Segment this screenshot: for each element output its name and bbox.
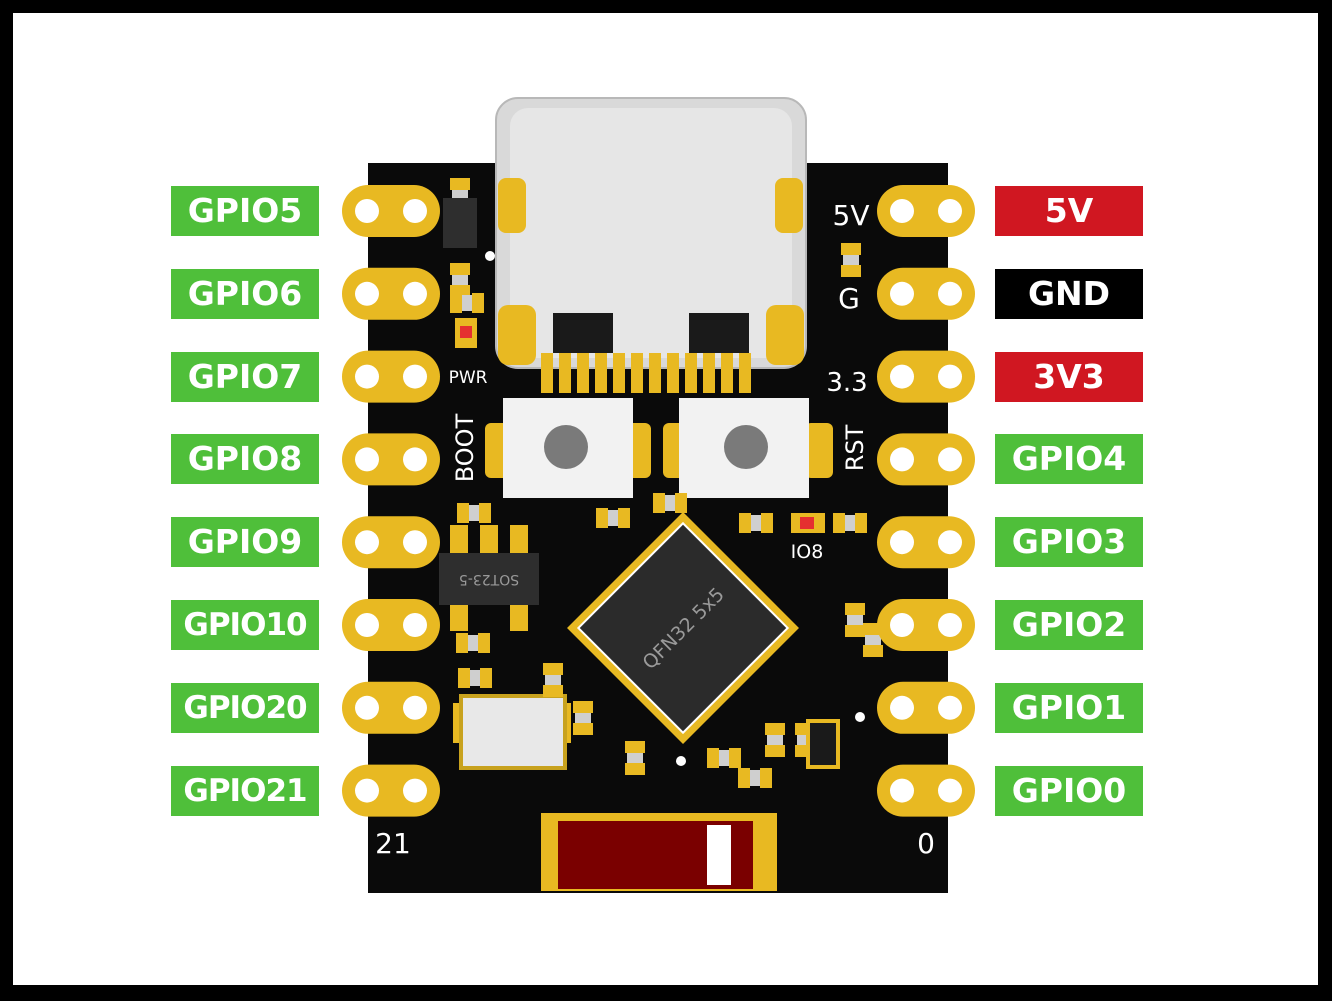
header-pad: [877, 267, 975, 320]
smd-part: [765, 723, 785, 757]
smd-part: [841, 243, 861, 277]
pin-label-5v: 5V: [995, 186, 1143, 236]
smd-part: [707, 748, 741, 768]
header-pad: [877, 516, 975, 569]
silk-5v: 5V: [833, 199, 870, 232]
pin-label-gpio2: GPIO2: [995, 600, 1143, 650]
smd-part: [845, 603, 865, 637]
silk-gnd: G: [838, 282, 860, 315]
crystal: [453, 694, 571, 770]
pin-label-gpio21: GPIO21: [171, 765, 319, 816]
pin-label-gpio4: GPIO4: [995, 434, 1143, 485]
rst-button: [663, 398, 833, 498]
smd-part: [456, 633, 490, 653]
smd-part: [739, 513, 773, 533]
header-pad: [342, 350, 440, 403]
qfn32-chip: QFN32 5x5: [567, 512, 799, 744]
smd-part: [457, 503, 491, 523]
pin-label-gpio8: GPIO8: [171, 434, 319, 485]
smd-part: [450, 293, 484, 313]
silk-pwr: PWR: [449, 368, 488, 388]
sot23-regulator: SOT23-5: [439, 525, 539, 631]
silk-3v3: 3.3: [826, 368, 867, 398]
header-pad: [877, 185, 975, 237]
header-pad: [342, 764, 440, 817]
silk-21: 21: [375, 827, 411, 860]
pin-label-gpio20: GPIO20: [171, 682, 319, 733]
right-header-pads: [877, 185, 975, 817]
left-header-pads: [342, 185, 440, 817]
smd-part: [653, 493, 687, 513]
pin-label-gpio0: GPIO0: [995, 765, 1143, 816]
smd-part: [543, 663, 563, 697]
pin-label-gpio6: GPIO6: [171, 268, 319, 319]
smd-part: [596, 508, 630, 528]
header-pad: [342, 433, 440, 486]
pin-label-gpio7: GPIO7: [171, 351, 319, 402]
smd-part: [458, 668, 492, 688]
header-pad: [342, 185, 440, 237]
ceramic-antenna: [541, 813, 777, 891]
pin-label-gnd: GND: [995, 268, 1143, 319]
header-pad: [877, 433, 975, 486]
silk-0: 0: [917, 827, 935, 860]
transistor: [806, 719, 840, 769]
usb-c-connector: [495, 97, 807, 369]
silk-boot: BOOT: [451, 413, 479, 482]
diode: [443, 198, 477, 248]
header-pad: [877, 599, 975, 651]
smd-part: [625, 741, 645, 775]
header-pad: [342, 516, 440, 569]
smd-components: [443, 178, 883, 788]
pin-label-gpio3: GPIO3: [995, 517, 1143, 568]
board-illustration: QFN32 5x5 SOT23-5: [342, 97, 975, 893]
boot-button: [485, 398, 651, 498]
smd-part: [738, 768, 772, 788]
pin-label-gpio1: GPIO1: [995, 682, 1143, 733]
usb-contacts: [541, 353, 751, 393]
pin-label-gpio5: GPIO5: [171, 186, 319, 236]
header-pad: [877, 681, 975, 734]
pin-label-3v3: 3V3: [995, 351, 1143, 402]
header-pad: [877, 350, 975, 403]
header-pad: [342, 681, 440, 734]
smd-part: [573, 701, 593, 735]
header-pad: [877, 764, 975, 817]
silk-rst: RST: [841, 424, 869, 471]
header-pad: [342, 599, 440, 651]
header-pad: [342, 267, 440, 320]
smd-part: [833, 513, 867, 533]
silk-io8: IO8: [791, 541, 824, 563]
pin-label-gpio9: GPIO9: [171, 517, 319, 568]
pinout-diagram: QFN32 5x5 SOT23-5: [13, 13, 1318, 985]
pin-label-gpio10: GPIO10: [171, 600, 319, 650]
smd-part: [450, 263, 470, 297]
sot23-label: SOT23-5: [459, 571, 519, 587]
